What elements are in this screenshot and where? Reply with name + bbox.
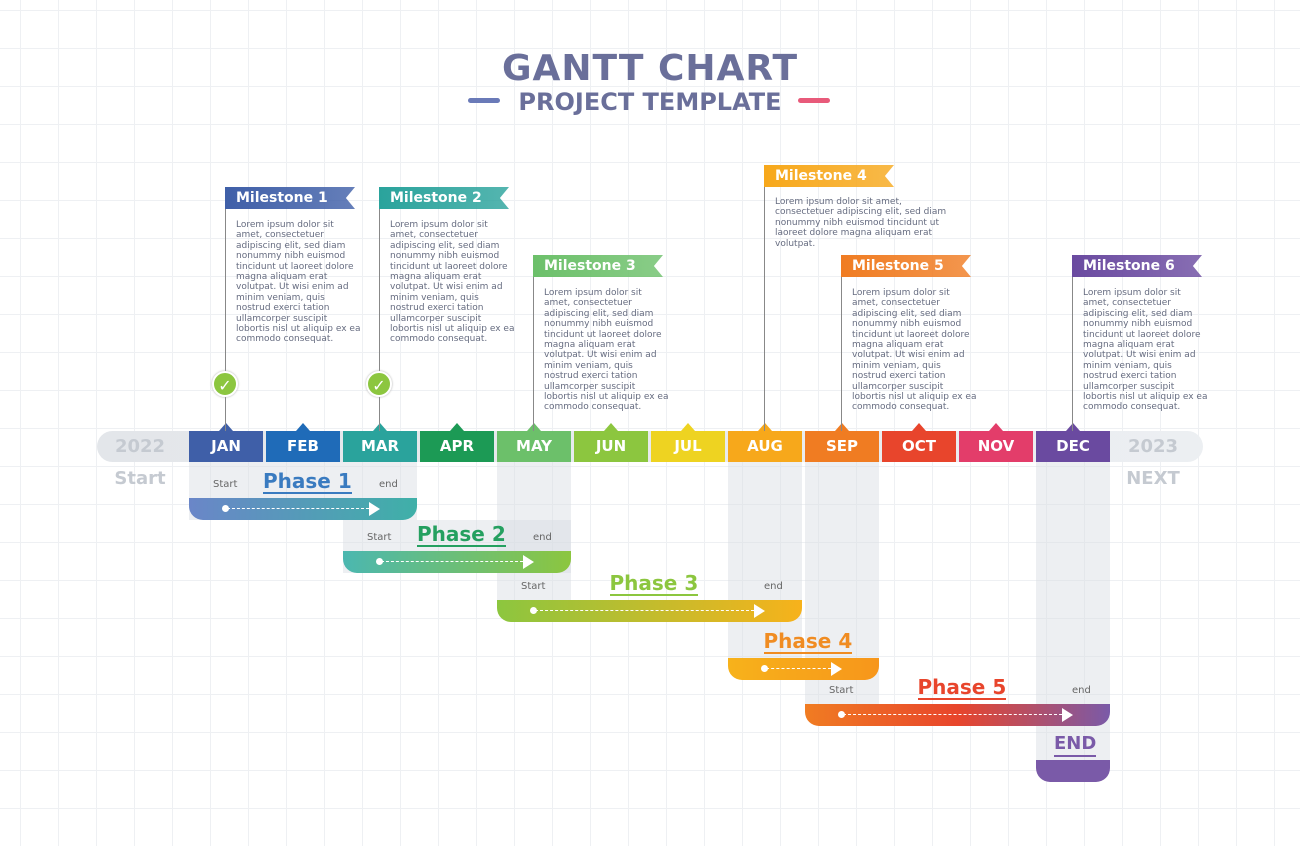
milestone-description: Lorem ipsum dolor sit amet, consectetuer… <box>390 220 515 345</box>
milestone-flag[interactable]: Milestone 5 <box>841 255 971 277</box>
phase-bar[interactable] <box>497 600 802 622</box>
phase-label: Phase 5 <box>917 675 1007 700</box>
arrow-head-icon <box>754 604 765 618</box>
month-may[interactable]: MAY <box>497 423 571 462</box>
start-dot-icon <box>376 558 383 565</box>
phase-bar[interactable] <box>343 551 571 573</box>
start-dot-icon <box>838 711 845 718</box>
chart-title: GANTT CHART <box>501 48 799 89</box>
milestone-line <box>533 255 534 431</box>
end-label: END <box>1054 733 1097 757</box>
column-shade <box>728 462 802 658</box>
dashed-arrow-line <box>766 668 831 669</box>
milestone-flag[interactable]: Milestone 3 <box>533 255 663 277</box>
dashed-arrow-line <box>535 610 754 611</box>
chart-subtitle: PROJECT TEMPLATE <box>518 88 782 116</box>
start-label: Start <box>114 468 166 489</box>
title-dash-right <box>798 98 830 103</box>
phase-label: Phase 4 <box>763 629 853 654</box>
month-mar[interactable]: MAR <box>343 423 417 462</box>
milestone-flag[interactable]: Milestone 2 <box>379 187 509 209</box>
column-shade <box>497 462 571 600</box>
month-dec[interactable]: DEC <box>1036 423 1110 462</box>
end-year: 2023 <box>1127 436 1179 457</box>
month-apr[interactable]: APR <box>420 423 494 462</box>
phase-end-label: end <box>379 479 398 490</box>
milestone-description: Lorem ipsum dolor sit amet, consectetuer… <box>1083 288 1208 413</box>
phase-end-label: end <box>764 581 783 592</box>
dashed-arrow-line <box>843 714 1062 715</box>
phase-start-label: Start <box>521 581 546 592</box>
title-dash-left <box>468 98 500 103</box>
phase-start-label: Start <box>213 479 238 490</box>
arrow-head-icon <box>831 662 842 676</box>
month-jan[interactable]: JAN <box>189 423 263 462</box>
arrow-head-icon <box>523 555 534 569</box>
phase-bar[interactable] <box>728 658 879 680</box>
milestone-line <box>764 165 765 431</box>
start-dot-icon <box>530 607 537 614</box>
milestone-line <box>1072 255 1073 431</box>
milestone-description: Lorem ipsum dolor sit amet, consectetuer… <box>544 288 669 413</box>
milestone-flag[interactable]: Milestone 1 <box>225 187 355 209</box>
phase-start-label: Start <box>829 685 854 696</box>
end-bar <box>1036 760 1110 782</box>
arrow-head-icon <box>1062 708 1073 722</box>
milestone-description: Lorem ipsum dolor sit amet, consectetuer… <box>852 288 977 413</box>
phase-start-label: Start <box>367 532 392 543</box>
start-year: 2022 <box>114 436 166 457</box>
phase-bar[interactable] <box>189 498 417 520</box>
check-icon: ✓ <box>366 371 392 397</box>
month-sep[interactable]: SEP <box>805 423 879 462</box>
milestone-description: Lorem ipsum dolor sit amet, consectetuer… <box>236 220 361 345</box>
month-nov[interactable]: NOV <box>959 423 1033 462</box>
phase-end-label: end <box>1072 685 1091 696</box>
milestone-line <box>379 187 380 431</box>
phase-label: Phase 1 <box>263 469 352 494</box>
next-label: NEXT <box>1126 468 1180 489</box>
milestone-description: Lorem ipsum dolor sit amet, consectetuer… <box>775 197 947 249</box>
phase-bar[interactable] <box>805 704 1110 726</box>
milestone-line <box>841 255 842 431</box>
milestone-flag[interactable]: Milestone 6 <box>1072 255 1202 277</box>
phase-label: Phase 3 <box>609 571 699 596</box>
start-dot-icon <box>761 665 768 672</box>
check-icon: ✓ <box>212 371 238 397</box>
milestone-flag[interactable]: Milestone 4 <box>764 165 894 187</box>
month-jun[interactable]: JUN <box>574 423 648 462</box>
phase-end-label: end <box>533 532 552 543</box>
milestone-line <box>225 187 226 431</box>
start-dot-icon <box>222 505 229 512</box>
dashed-arrow-line <box>381 561 523 562</box>
dashed-arrow-line <box>227 508 369 509</box>
month-aug[interactable]: AUG <box>728 423 802 462</box>
month-jul[interactable]: JUL <box>651 423 725 462</box>
arrow-head-icon <box>369 502 380 516</box>
month-feb[interactable]: FEB <box>266 423 340 462</box>
phase-label: Phase 2 <box>417 522 506 547</box>
month-oct[interactable]: OCT <box>882 423 956 462</box>
